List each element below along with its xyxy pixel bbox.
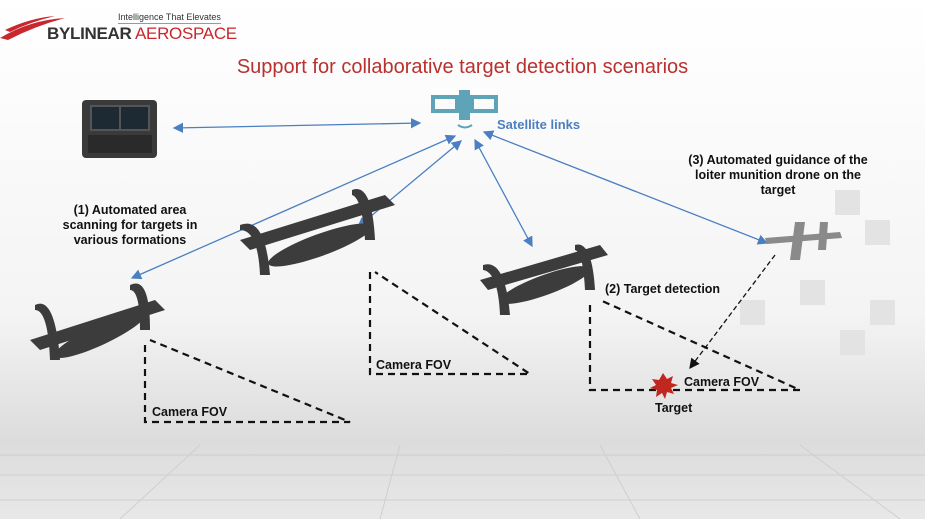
target-icon xyxy=(650,373,678,399)
drone-2-icon xyxy=(240,189,395,275)
slide-title: Support for collaborative target detecti… xyxy=(236,56,689,78)
guidance-line-3: target xyxy=(760,183,796,197)
camera-fov-lines xyxy=(143,254,801,424)
satellite-icon xyxy=(431,90,498,129)
floor-grid xyxy=(0,444,925,519)
logo-swoosh-icon xyxy=(0,16,65,40)
scanning-line-2: scanning for targets in xyxy=(62,218,198,232)
ground-station-icon xyxy=(82,100,157,158)
detection-label: (2) Target detection xyxy=(605,282,721,296)
logo-brand: BYLINEAR AEROSPACE xyxy=(47,24,237,44)
scanning-label: (1) Automated area scanning for targets … xyxy=(40,203,220,248)
guidance-label: (3) Automated guidance of the loiter mun… xyxy=(668,153,888,198)
satellite-links-label: Satellite links xyxy=(497,117,581,132)
fov-label-1: Camera FOV xyxy=(152,405,228,419)
scanning-line-1: (1) Automated area xyxy=(73,203,187,217)
fov-label-3: Camera FOV xyxy=(684,375,760,389)
decor-squares xyxy=(740,190,895,355)
drone-1-icon xyxy=(30,283,165,360)
brand-part1: BYLINEAR xyxy=(47,24,132,43)
logo-tagline: Intelligence That Elevates xyxy=(118,12,221,24)
fov-label-2: Camera FOV xyxy=(376,358,452,372)
drone-3-icon xyxy=(480,244,608,315)
brand-part2: AEROSPACE xyxy=(131,24,237,43)
scanning-line-3: various formations xyxy=(73,233,187,247)
guidance-line-2: loiter munition drone on the xyxy=(695,168,861,182)
guidance-line-1: (3) Automated guidance of the xyxy=(688,153,868,167)
loiter-munition-drone-icon xyxy=(765,222,842,260)
target-label: Target xyxy=(655,401,693,415)
satellite-links xyxy=(130,117,769,280)
